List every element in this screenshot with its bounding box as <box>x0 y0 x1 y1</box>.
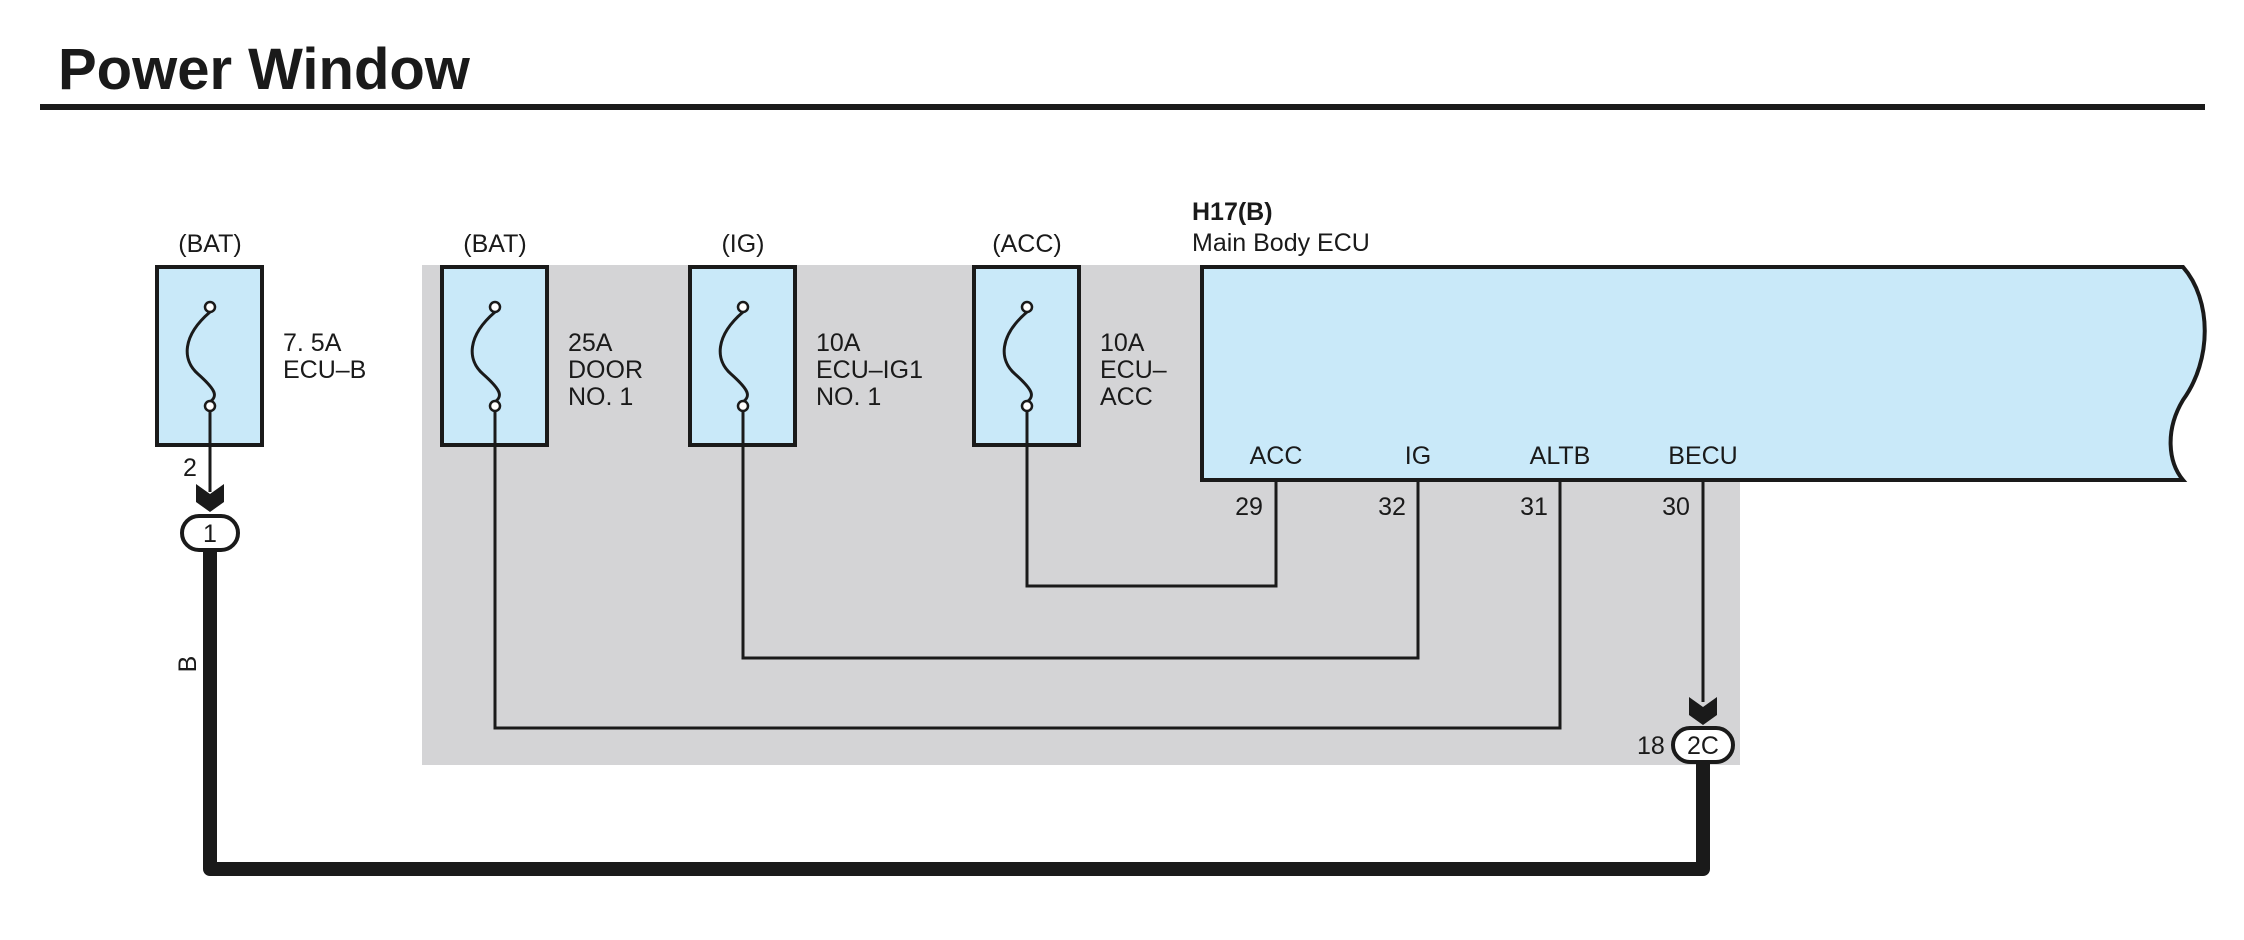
fuse-bottom-terminal <box>488 399 502 413</box>
fuse-link-icon <box>1002 310 1033 404</box>
fuse-rating: 10A <box>1100 329 1145 357</box>
fuse-link-icon <box>470 310 501 404</box>
wire-ig <box>741 411 1420 660</box>
fuse-source-label: (BAT) <box>463 230 526 258</box>
fuse-top-terminal <box>488 300 502 314</box>
connector-oval <box>180 514 240 552</box>
fuse-name: ECU– <box>1100 356 1167 384</box>
ecu-pin-label-acc: ACC <box>1250 442 1303 470</box>
connector-1: 1 <box>180 514 240 552</box>
ecu-body <box>1200 265 2207 482</box>
ecu-pin-number-becu: 30 <box>1662 493 1690 521</box>
fuse-name: DOOR <box>568 356 643 384</box>
connector-oval <box>1671 726 1735 764</box>
fuse-terminal-number: 2 <box>183 454 197 482</box>
chevron-down-icon <box>1689 697 1717 725</box>
wire-harness-b <box>203 543 1710 876</box>
fuse-name: ECU–IG1 <box>816 356 923 384</box>
title-rule <box>40 104 2205 110</box>
fuse-link-icon <box>718 310 749 404</box>
ecu-connector-code: H17(B) <box>1192 198 1273 226</box>
ecu-pin-label-becu: BECU <box>1668 442 1737 470</box>
connector-id: 1 <box>203 520 217 548</box>
fuse-ecu-b: (BAT) 7. 5A ECU–B 2 <box>155 230 366 482</box>
page-title: Power Window <box>58 37 471 102</box>
fuse-rating: 25A <box>568 329 613 357</box>
fuse-name-line2: NO. 1 <box>816 383 881 411</box>
fuse-link-icon <box>185 310 216 404</box>
fuse-top-terminal <box>1020 300 1034 314</box>
fuse-source-label: (IG) <box>721 230 764 258</box>
fuse-rating: 7. 5A <box>283 329 342 357</box>
ecu-pin-label-altb: ALTB <box>1530 442 1591 470</box>
wire-color-label: B <box>174 656 202 673</box>
fuse-source-label: (BAT) <box>178 230 241 258</box>
ecu-pin-number-ig: 32 <box>1378 493 1406 521</box>
main-body-ecu: H17(B) Main Body ECU ACC IG ALTB BECU 29… <box>1192 198 2207 521</box>
fuse-top-terminal <box>203 300 217 314</box>
connector-pin-number: 18 <box>1637 732 1665 760</box>
fuse-name-line2: NO. 1 <box>568 383 633 411</box>
connector-2c: 2C 18 <box>1637 726 1735 764</box>
fuse-bottom-terminal <box>203 399 217 413</box>
connector-id: 2C <box>1687 732 1719 760</box>
fuse-rating: 10A <box>816 329 861 357</box>
ecu-pin-label-ig: IG <box>1405 442 1431 470</box>
ecu-pin-number-altb: 31 <box>1520 493 1548 521</box>
fuse-top-terminal <box>736 300 750 314</box>
fuse-source-label: (ACC) <box>992 230 1061 258</box>
chevron-down-icon <box>196 484 224 512</box>
wire-altb <box>493 411 1562 730</box>
fuse-name-line2: ACC <box>1100 383 1153 411</box>
ecu-pin-number-acc: 29 <box>1235 493 1263 521</box>
wire-acc <box>1025 411 1278 588</box>
fuse-bottom-terminal <box>1020 399 1034 413</box>
fuse-name: ECU–B <box>283 356 366 384</box>
fuse-bottom-terminal <box>736 399 750 413</box>
ecu-name: Main Body ECU <box>1192 229 1370 257</box>
